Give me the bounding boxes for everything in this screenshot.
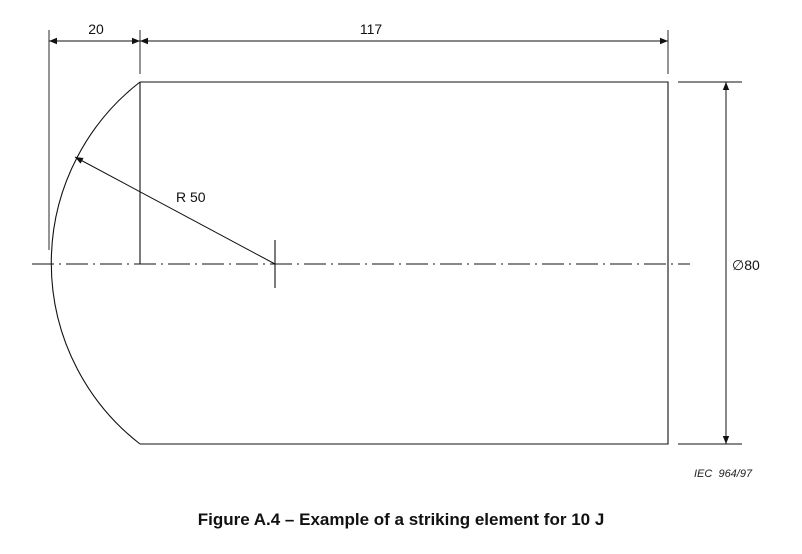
spherical-nose-arc xyxy=(50,81,141,445)
radius-leader xyxy=(74,156,276,265)
figure-reference: IEC 964/97 xyxy=(694,468,753,480)
striking-element-outline xyxy=(50,81,669,445)
dim-label-20: 20 xyxy=(88,21,104,37)
right-extension-lines xyxy=(678,81,742,445)
dim-label-diameter: ∅80 xyxy=(732,257,760,273)
dim-label-117: 117 xyxy=(360,21,383,37)
body-outline xyxy=(140,81,669,445)
figure-caption: Figure A.4 – Example of a striking eleme… xyxy=(197,510,605,529)
top-extension-lines xyxy=(48,30,669,250)
radius-label: R 50 xyxy=(176,189,206,205)
